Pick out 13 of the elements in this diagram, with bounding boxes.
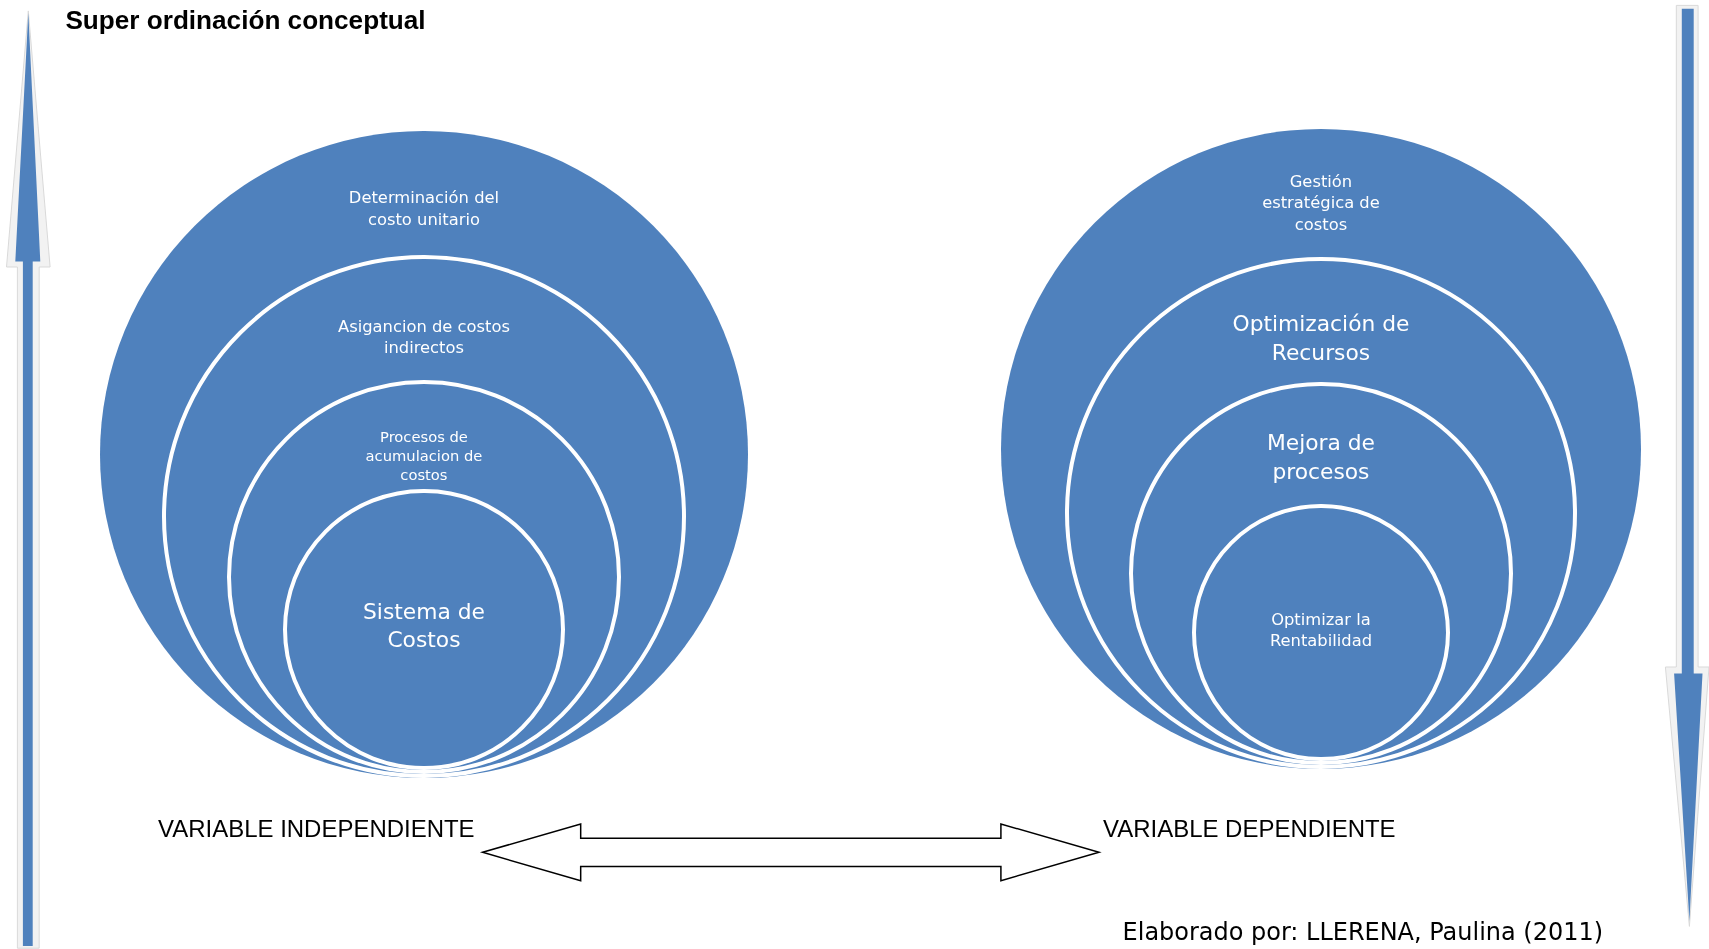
circle-label: Sistema de Costos	[362, 597, 486, 654]
circle-label: Asigancion de costos indirectos	[336, 315, 511, 359]
circle-label: Procesos de acumulacion de costos	[364, 427, 484, 485]
circle-label: Determinación del costo unitario	[347, 187, 501, 230]
circle-label: Optimización de Recursos	[1231, 310, 1411, 367]
credit-note: Elaborado por: LLERENA, Paulina (2011)	[1122, 917, 1603, 946]
circle-label: Gestión estratégica de costos	[1261, 171, 1381, 235]
circle-label: Optimizar la Rentabilidad	[1268, 608, 1373, 651]
title: Super ordinación conceptual	[65, 5, 426, 37]
variable-label: VARIABLE INDEPENDIENTE	[158, 815, 475, 844]
variable-label: VARIABLE DEPENDIENTE	[1103, 815, 1396, 844]
double-arrow	[479, 823, 1102, 882]
circle-label: Mejora de procesos	[1265, 429, 1376, 486]
